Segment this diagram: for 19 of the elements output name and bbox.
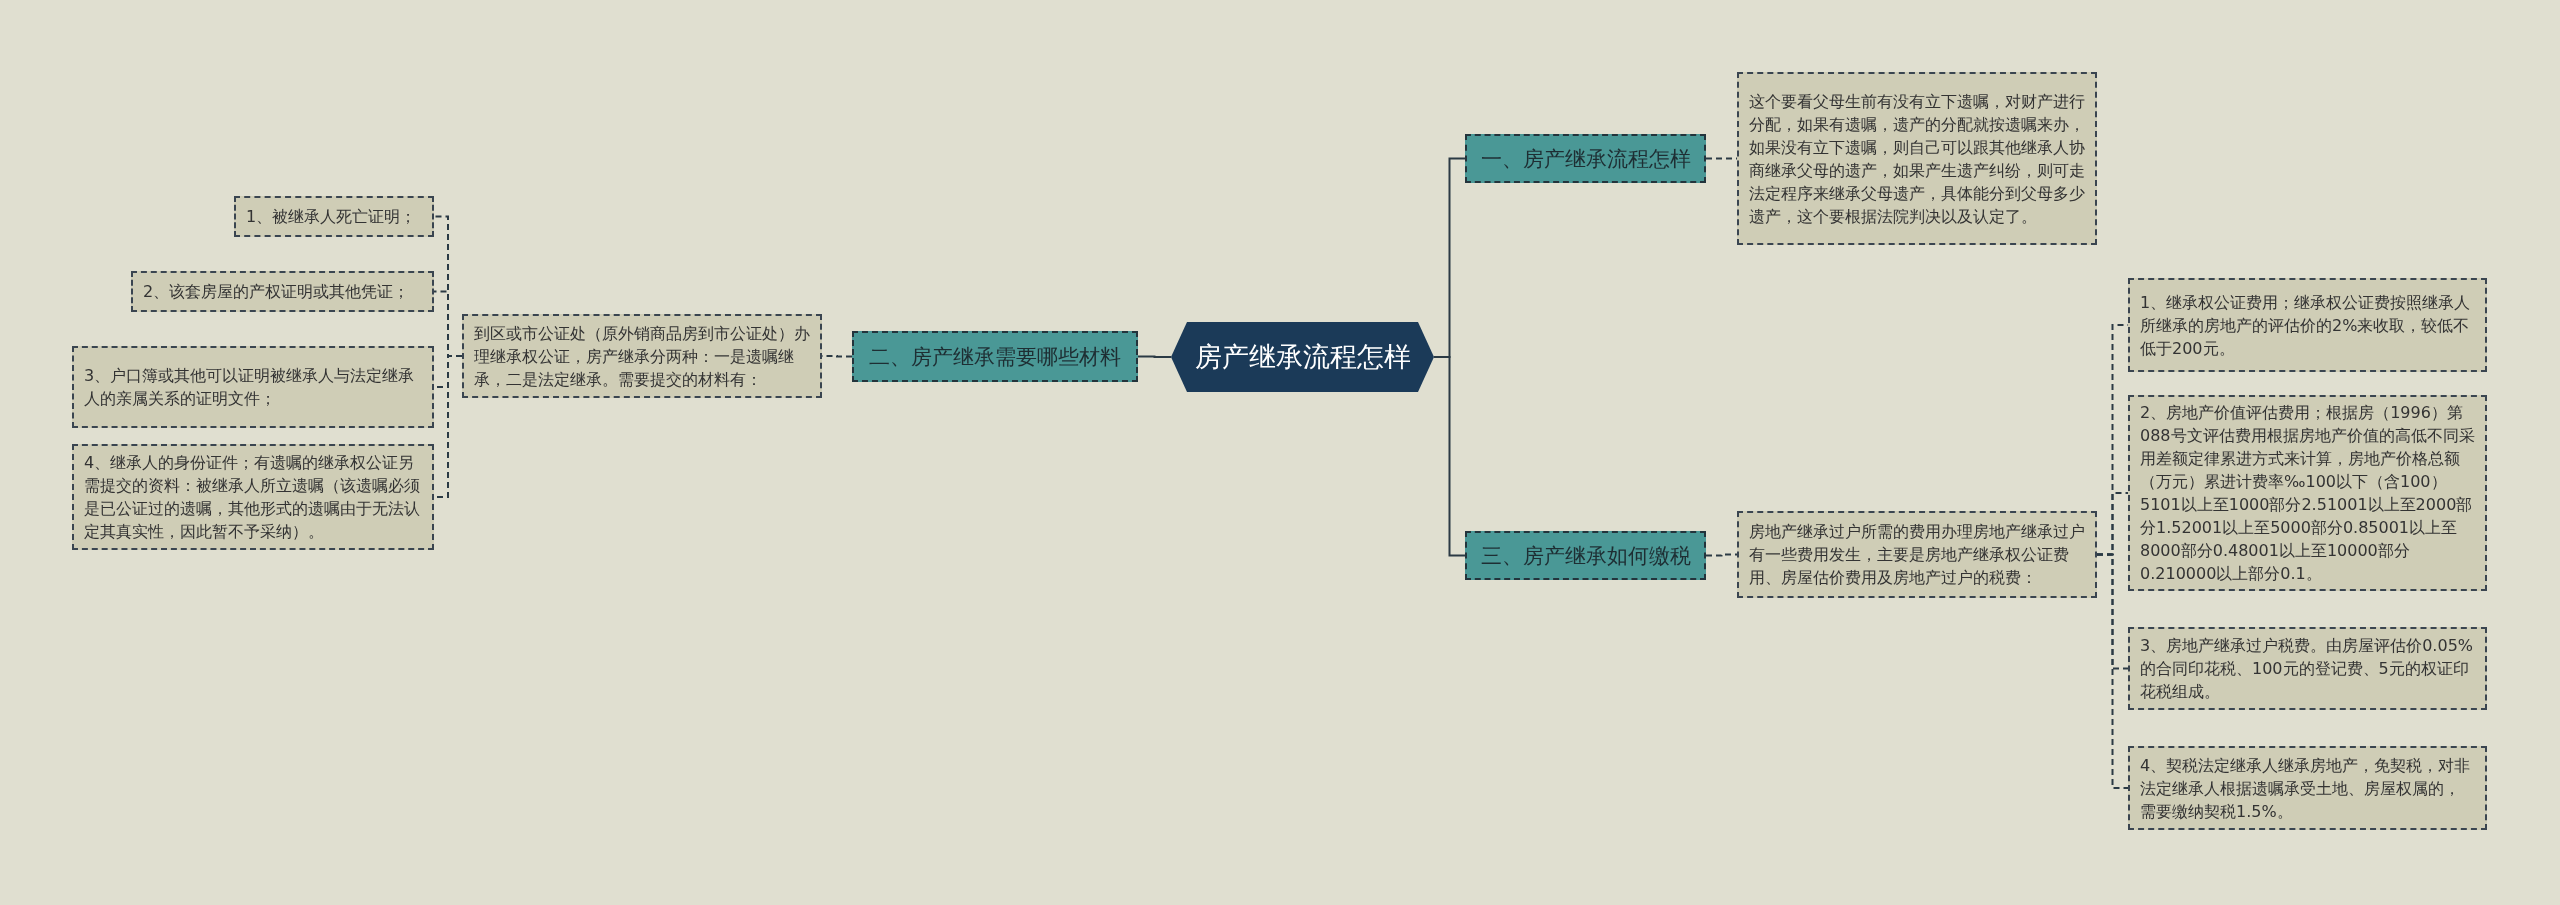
text-box: 1、继承权公证费用；继承权公证费按照继承人所继承的房地产的评估价的2%来收取，较低不低于200元。 xyxy=(2128,278,2487,372)
text-box: 4、继承人的身份证件；有遗嘱的继承权公证另需提交的资料：被继承人所立遗嘱（该遗嘱必须是已公证过的遗嘱，其他形式的遗嘱由于无法认定其真实性，因此暂不予采纳）。 xyxy=(72,444,434,550)
topic-box: 一、房产继承流程怎样 xyxy=(1465,134,1706,183)
topic-box: 二、房产继承需要哪些材料 xyxy=(852,331,1138,382)
text-box: 4、契税法定继承人继承房地产，免契税，对非法定继承人根据遗嘱承受土地、房屋权属的，需要缴纳契税1.5%。 xyxy=(2128,746,2487,830)
text-box: 3、房地产继承过户税费。由房屋评估价0.05%的合同印花税、100元的登记费、5元的权证印花税组成。 xyxy=(2128,627,2487,710)
central-topic-hexagon: 房产继承流程怎样 xyxy=(1171,322,1434,392)
text-box: 房地产继承过户所需的费用办理房地产继承过户有一些费用发生，主要是房地产继承权公证费用、房屋估价费用及房地产过户的税费： xyxy=(1737,511,2097,598)
text-box: 这个要看父母生前有没有立下遗嘱，对财产进行分配，如果有遗嘱，遗产的分配就按遗嘱来办，如果没有立下遗嘱，则自己可以跟其他继承人协商继承父母的遗产，如果产生遗产纠纷，则可走法定程序来继承父母遗产，具体能分到父母多少遗产，这个要根据法院判决以及认定了。 xyxy=(1737,72,2097,245)
text-box: 2、房地产价值评估费用；根据房（1996）第088号文评估费用根据房地产价值的高低不同采用差额定律累进方式来计算，房地产价格总额（万元）累进计费率‰100以下（含100）5101以上至1000部分2.51001以上至2000部分1.52001以上至5000部分0.85001以上至8000部分0.48001以上至10000部分0.210000以上部分0.1。 xyxy=(2128,395,2487,591)
text-box: 2、该套房屋的产权证明或其他凭证； xyxy=(131,271,434,312)
connector-line xyxy=(1705,553,1738,557)
topic-box: 三、房产继承如何缴税 xyxy=(1465,531,1706,580)
text-box: 1、被继承人死亡证明； xyxy=(234,196,434,237)
text-box: 到区或市公证处（原外销商品房到市公证处）办理继承权公证，房产继承分两种：一是遗嘱继承，二是法定继承。需要提交的材料有： xyxy=(462,314,822,398)
connector-line xyxy=(1433,356,1466,557)
text-box: 3、户口簿或其他可以证明被继承人与法定继承人的亲属关系的证明文件； xyxy=(72,346,434,428)
connector-line xyxy=(2096,553,2129,789)
connector-line xyxy=(1137,355,1172,358)
